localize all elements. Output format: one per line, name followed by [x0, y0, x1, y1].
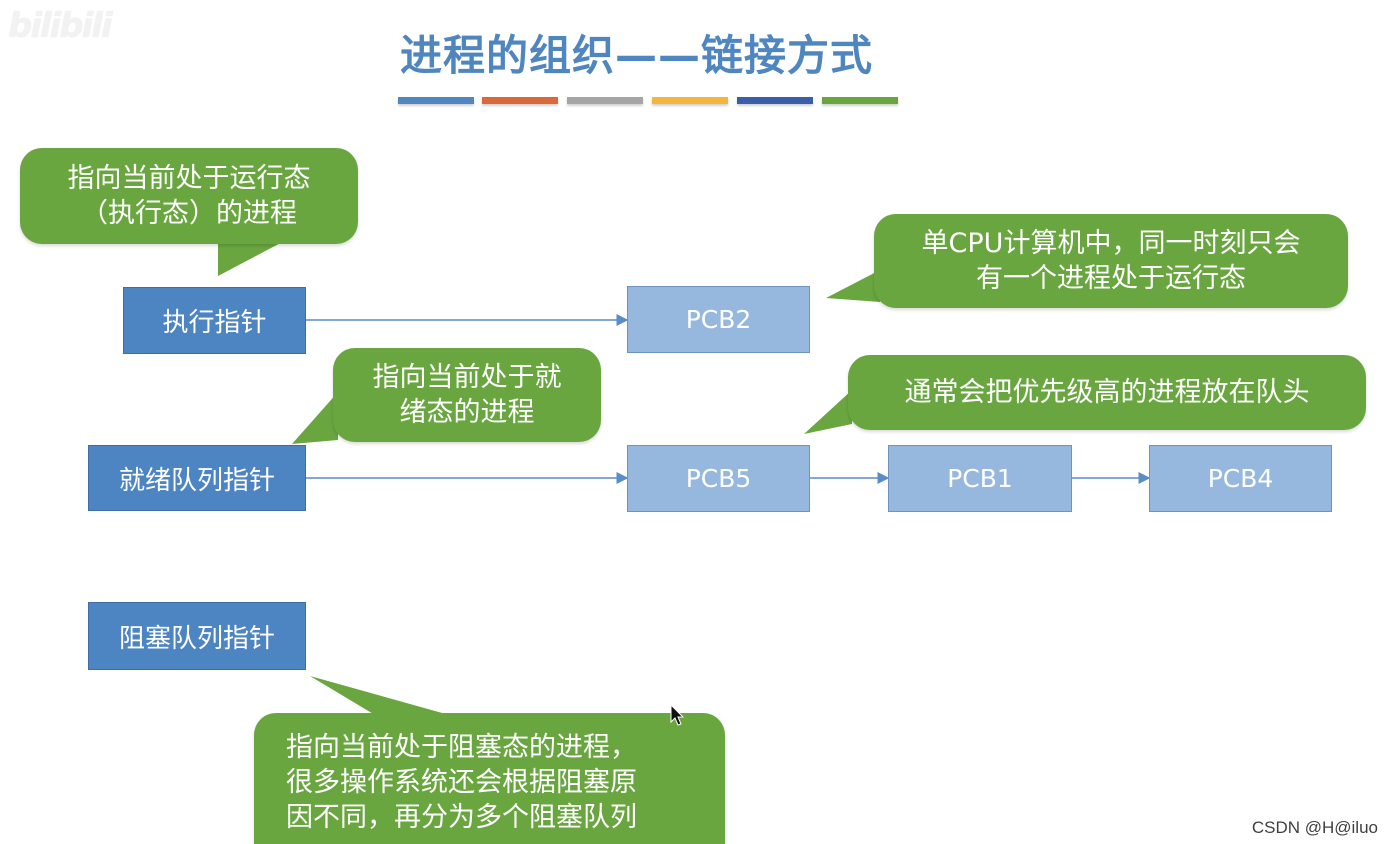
blocked-queue-pointer-label: 阻塞队列指针: [118, 623, 275, 654]
color-bar-2: [482, 97, 558, 104]
blocked-queue-pointer-box: 阻塞队列指针: [88, 602, 306, 670]
pcb-ready-2-label: PCB1: [947, 464, 1013, 493]
pcb-ready-1-label: PCB5: [685, 464, 752, 493]
callout-tail-priority: [804, 390, 852, 434]
watermark: CSDN @H@iluo: [1251, 818, 1378, 837]
running-pointer-label: 执行指针: [162, 308, 267, 338]
running-pointer-box: 执行指针: [123, 287, 306, 354]
callout-running-pointer: 指向当前处于运行态 （执行态）的进程: [20, 148, 358, 244]
pcb-ready-3-label: PCB4: [1207, 464, 1274, 493]
pcb-ready-2: PCB1: [888, 445, 1072, 512]
callout-tail-running-pointer: [218, 238, 290, 276]
mouse-cursor-icon: [670, 704, 685, 726]
callout-tail-blocked-pointer: [310, 676, 460, 718]
callout-priority: 通常会把优先级高的进程放在队头: [848, 355, 1366, 430]
callout-single-cpu: 单CPU计算机中，同一时刻只会 有一个进程处于运行态: [874, 214, 1348, 308]
pcb-ready-3: PCB4: [1149, 445, 1332, 512]
callout-tail-single-cpu: [826, 270, 880, 302]
callout-ready-pointer: 指向当前处于就 绪态的进程: [333, 348, 601, 442]
pcb-running-label: PCB2: [685, 305, 752, 334]
color-bar-3: [567, 97, 643, 104]
pcb-ready-1: PCB5: [627, 445, 810, 512]
color-bar-1: [398, 97, 474, 104]
pcb-running: PCB2: [627, 286, 810, 353]
page-title: 进程的组织——链接方式: [400, 31, 874, 80]
color-bar-4: [652, 97, 728, 104]
callout-blocked-pointer: 指向当前处于阻塞态的进程， 很多操作系统还会根据阻塞原 因不同，再分为多个阻塞队…: [254, 713, 725, 844]
ready-queue-pointer-box: 就绪队列指针: [88, 445, 306, 511]
color-bar-5: [737, 97, 813, 104]
callout-tail-ready-pointer: [292, 392, 338, 444]
ready-queue-pointer-label: 就绪队列指针: [118, 465, 275, 496]
bilibili-logo: bilibili: [8, 6, 113, 46]
color-bar-6: [822, 97, 898, 104]
